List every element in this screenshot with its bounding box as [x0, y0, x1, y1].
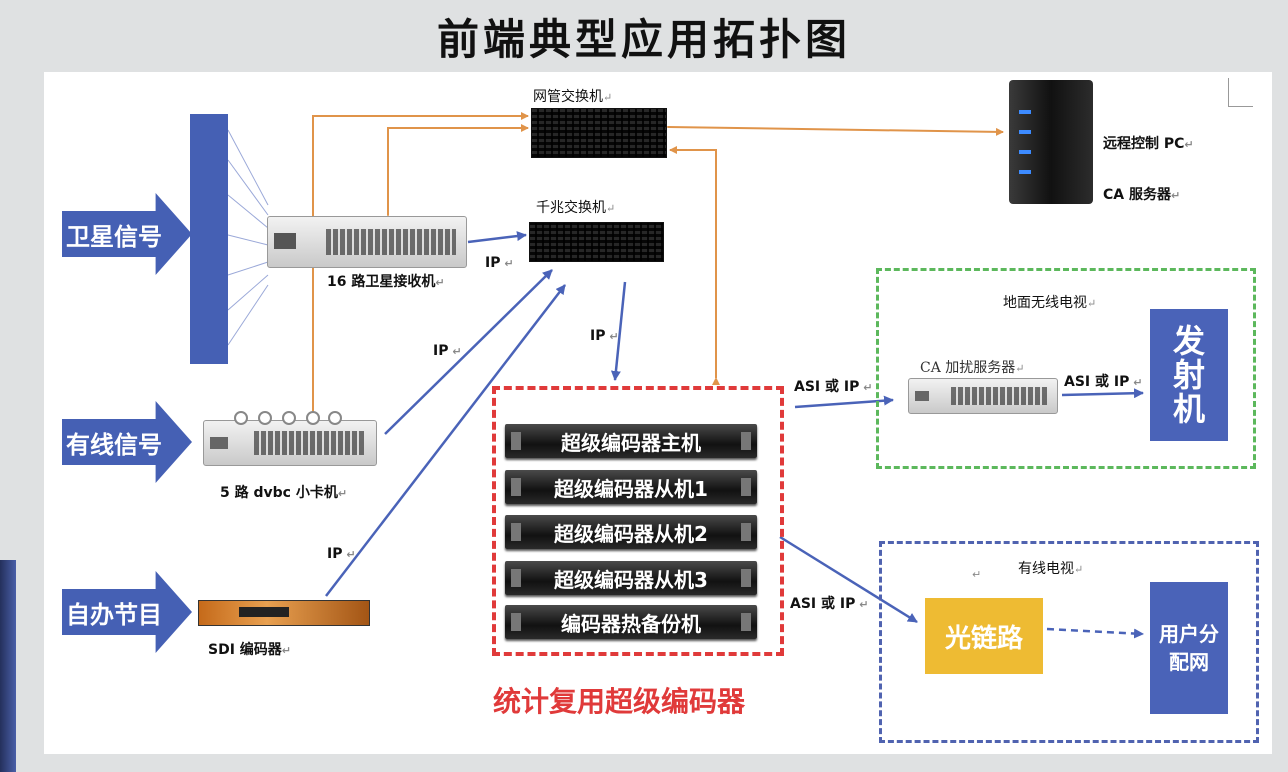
encoder-group-box: [492, 386, 784, 656]
ip-label-sdi: IP ↵: [327, 546, 356, 562]
ip-label-receiver: IP ↵: [485, 255, 514, 271]
satellite-receiver-label: 16 路卫星接收机↵: [327, 274, 445, 290]
terrestrial-tv-box: [876, 268, 1256, 469]
sdi-encoder-icon: [198, 600, 370, 626]
link-optical-distribution: [1046, 627, 1144, 639]
dvbc-card-machine-icon: [203, 420, 377, 466]
gigabit-switch-label: 千兆交换机↵: [536, 200, 616, 216]
ca-server-label: CA 服务器↵: [1103, 187, 1181, 203]
management-links: [309, 112, 1004, 420]
asi-label-cable: ASI 或 IP ↵: [790, 596, 869, 612]
encoder-slave-3: 超级编码器从机3: [505, 561, 757, 595]
satellite-antenna-icon: [190, 114, 228, 364]
server-tower-icon: [1009, 80, 1093, 204]
data-links: [325, 231, 1144, 639]
encoder-group-label: 统计复用超级编码器: [493, 685, 746, 718]
link-receiver-switch: [467, 231, 527, 244]
ip-label-switch: IP ↵: [590, 328, 619, 344]
user-distribution-box: 用户分配网: [1150, 582, 1228, 714]
link-switch-encoders: [610, 281, 627, 381]
mgmt-switch-label: 网管交换机↵: [533, 89, 613, 105]
satellite-signal-label: 卫星信号: [66, 222, 162, 251]
link-mgmt-dvbc: [309, 112, 529, 420]
ca-scrambler-label: CA 加扰服务器↵: [920, 360, 1025, 376]
optical-link-box: 光链路: [925, 598, 1043, 674]
link-sdi-switch: [325, 284, 566, 597]
link-mgmt-receiver: [384, 124, 529, 222]
link-mgmt-encoders: [669, 146, 720, 385]
gigabit-switch-icon: [529, 222, 664, 262]
ip-label-dvbc: IP ↵: [433, 343, 462, 359]
satellite-receiver-icon: [267, 216, 467, 268]
link-dvbc-switch: [384, 269, 553, 435]
cable-tv-box: [879, 541, 1259, 743]
link-encoders-optical: [779, 535, 918, 624]
transmitter-box: 发射机: [1150, 309, 1228, 441]
dvbc-card-machine-label: 5 路 dvbc 小卡机↵: [220, 485, 348, 501]
remote-pc-label: 远程控制 PC↵: [1103, 136, 1194, 152]
page-title: 前端典型应用拓扑图: [436, 15, 851, 64]
terrestrial-tv-title: 地面无线电视↵: [1003, 295, 1097, 311]
paragraph-mark: ↵: [972, 568, 982, 581]
ca-scrambler-icon: [908, 378, 1058, 414]
dvbc-connectors: [233, 410, 343, 426]
mgmt-switch-icon: [531, 108, 667, 158]
encoder-master: 超级编码器主机: [505, 424, 757, 458]
encoder-slave-1: 超级编码器从机1: [505, 470, 757, 504]
cable-signal-label: 有线信号: [66, 430, 162, 459]
satellite-rays: [227, 129, 269, 346]
sdi-encoder-label: SDI 编码器↵: [208, 642, 292, 658]
cable-tv-title: 有线电视↵: [1018, 561, 1084, 577]
link-mgmt-pc: [660, 122, 1004, 136]
asi-label-terrestrial: ASI 或 IP ↵: [794, 379, 873, 395]
asi-label-transmitter: ASI 或 IP ↵: [1064, 374, 1143, 390]
self-program-label: 自办节目: [66, 600, 162, 629]
corner-mark: [1228, 78, 1253, 107]
encoder-backup: 编码器热备份机: [505, 605, 757, 639]
link-ca-transmitter: [1061, 388, 1144, 399]
left-edge-decoration: [0, 560, 16, 772]
encoder-slave-2: 超级编码器从机2: [505, 515, 757, 549]
